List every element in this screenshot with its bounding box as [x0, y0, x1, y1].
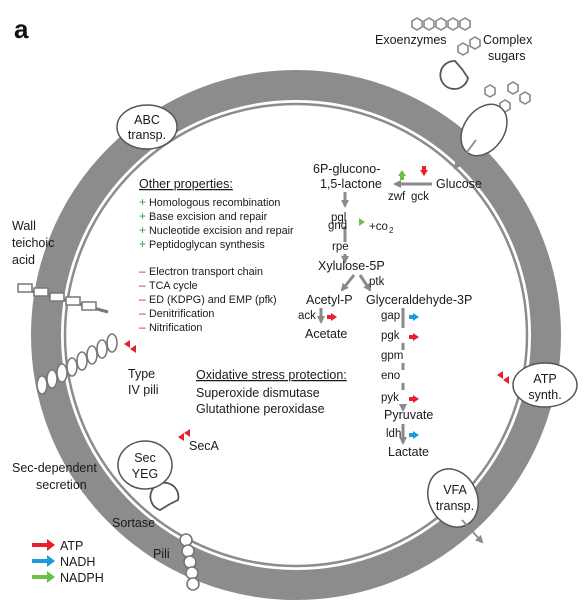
- svg-text:Acetate: Acetate: [305, 327, 347, 341]
- complex-sugars-label-2: sugars: [488, 49, 526, 63]
- svg-text:Sec: Sec: [134, 451, 156, 465]
- svg-text:eno: eno: [381, 370, 400, 382]
- svg-text:Base excision and repair: Base excision and repair: [149, 211, 268, 223]
- type-iv-pili-icon: [36, 333, 118, 395]
- svg-text:2: 2: [389, 226, 394, 235]
- glucose-label: Glucose: [436, 177, 482, 191]
- svg-text:Xylulose-5P: Xylulose-5P: [318, 259, 385, 273]
- atp-synthase: ATP synth.: [497, 362, 578, 408]
- atp-marker-type-iv: [124, 340, 136, 353]
- svg-text:+: +: [139, 237, 146, 251]
- svg-text:Electron transport chain: Electron transport chain: [149, 266, 263, 278]
- abc-transporter: ABC transp.: [116, 104, 178, 150]
- wta-label-1: Wall: [12, 219, 36, 233]
- svg-text:gnd: gnd: [328, 220, 347, 232]
- svg-text:ldh: ldh: [386, 428, 401, 440]
- glucose-transporter: [453, 103, 508, 170]
- svg-text:NADPH: NADPH: [60, 571, 104, 585]
- svg-text:gap: gap: [381, 310, 400, 322]
- svg-text:+co: +co: [369, 221, 388, 233]
- oxidative-title: Oxidative stress protection:: [196, 368, 347, 382]
- svg-text:TCA cycle: TCA cycle: [149, 280, 198, 292]
- svg-text:YEG: YEG: [132, 467, 158, 481]
- pili-icon: [179, 533, 200, 591]
- svg-text:+: +: [139, 223, 146, 237]
- svg-text:–: –: [139, 306, 146, 320]
- panel-label: a: [14, 14, 29, 44]
- svg-text:1,5-lactone: 1,5-lactone: [320, 177, 382, 191]
- svg-text:Glutathione peroxidase: Glutathione peroxidase: [196, 402, 325, 416]
- sec-yeg-channel: Sec YEG: [117, 440, 173, 490]
- seca-label: SecA: [189, 439, 220, 453]
- svg-text:Nucleotide excision and repair: Nucleotide excision and repair: [149, 225, 294, 237]
- legend-nadph: NADPH: [32, 571, 104, 585]
- svg-text:ptk: ptk: [369, 276, 385, 288]
- cell-envelope: [31, 70, 561, 600]
- svg-text:zwf: zwf: [388, 191, 406, 203]
- other-properties-title: Other properties:: [139, 177, 233, 191]
- svg-text:ABC: ABC: [134, 113, 160, 127]
- svg-text:transp.: transp.: [436, 499, 474, 513]
- svg-text:Superoxide dismutase: Superoxide dismutase: [196, 386, 320, 400]
- svg-text:–: –: [139, 264, 146, 278]
- svg-text:Homologous recombination: Homologous recombination: [149, 197, 280, 209]
- svg-text:pgl: pgl: [331, 212, 346, 224]
- svg-text:–: –: [139, 320, 146, 334]
- exoenzyme-icon: [439, 60, 469, 90]
- svg-text:–: –: [139, 292, 146, 306]
- svg-text:Acetyl-P: Acetyl-P: [306, 293, 353, 307]
- teichoic-acid-icon: [17, 283, 109, 314]
- type-iv-pili-label-2: IV pili: [128, 383, 159, 397]
- pili-label: Pili: [153, 547, 170, 561]
- svg-text:ED (KDPG) and EMP (pfk): ED (KDPG) and EMP (pfk): [149, 294, 277, 306]
- svg-text:+: +: [139, 195, 146, 209]
- sortase-label: Sortase: [112, 516, 155, 530]
- other-properties: Other properties: + Homologous recombina…: [139, 177, 294, 334]
- oxidative-stress-protection: Oxidative stress protection: Superoxide …: [196, 368, 347, 416]
- wta-label-2: teichoic: [12, 236, 54, 250]
- svg-text:ATP: ATP: [60, 539, 83, 553]
- svg-text:6P-glucono-: 6P-glucono-: [313, 162, 380, 176]
- complex-sugars-label-1: Complex: [483, 33, 533, 47]
- svg-text:VFA: VFA: [443, 483, 467, 497]
- sec-secretion-label-1: Sec-dependent: [12, 461, 97, 475]
- svg-text:Nitrification: Nitrification: [149, 322, 202, 334]
- sec-secretion-label-2: secretion: [36, 478, 87, 492]
- seca-atp-marker: [178, 429, 190, 441]
- pentose-phosphoketolase-pathway: Glucose 6P-glucono- 1,5-lactone zwf gck …: [298, 162, 482, 459]
- svg-text:Pyruvate: Pyruvate: [384, 408, 433, 422]
- legend-nadh: NADH: [32, 555, 95, 569]
- svg-text:Lactate: Lactate: [388, 445, 429, 459]
- svg-text:transp.: transp.: [128, 128, 166, 142]
- legend: ATP NADH NADPH: [32, 539, 104, 585]
- type-iv-pili-label-1: Type: [128, 367, 155, 381]
- svg-text:ack: ack: [298, 310, 316, 322]
- svg-text:ATP: ATP: [533, 372, 556, 386]
- vfa-transporter: VFA transp.: [427, 468, 484, 544]
- svg-text:pyk: pyk: [381, 392, 399, 404]
- legend-atp: ATP: [32, 539, 83, 553]
- svg-text:–: –: [139, 278, 146, 292]
- exoenzymes-label: Exoenzymes: [375, 33, 447, 47]
- svg-text:NADH: NADH: [60, 555, 95, 569]
- svg-text:gck: gck: [411, 191, 429, 203]
- svg-text:gpm: gpm: [381, 350, 403, 362]
- svg-text:Denitrification: Denitrification: [149, 308, 214, 320]
- svg-text:+: +: [139, 209, 146, 223]
- svg-text:pgk: pgk: [381, 330, 400, 342]
- svg-text:Peptidoglycan synthesis: Peptidoglycan synthesis: [149, 239, 265, 251]
- svg-text:rpe: rpe: [332, 241, 349, 253]
- svg-text:synth.: synth.: [528, 388, 561, 402]
- wta-label-3: acid: [12, 253, 35, 267]
- svg-text:Glyceraldehyde-3P: Glyceraldehyde-3P: [366, 293, 472, 307]
